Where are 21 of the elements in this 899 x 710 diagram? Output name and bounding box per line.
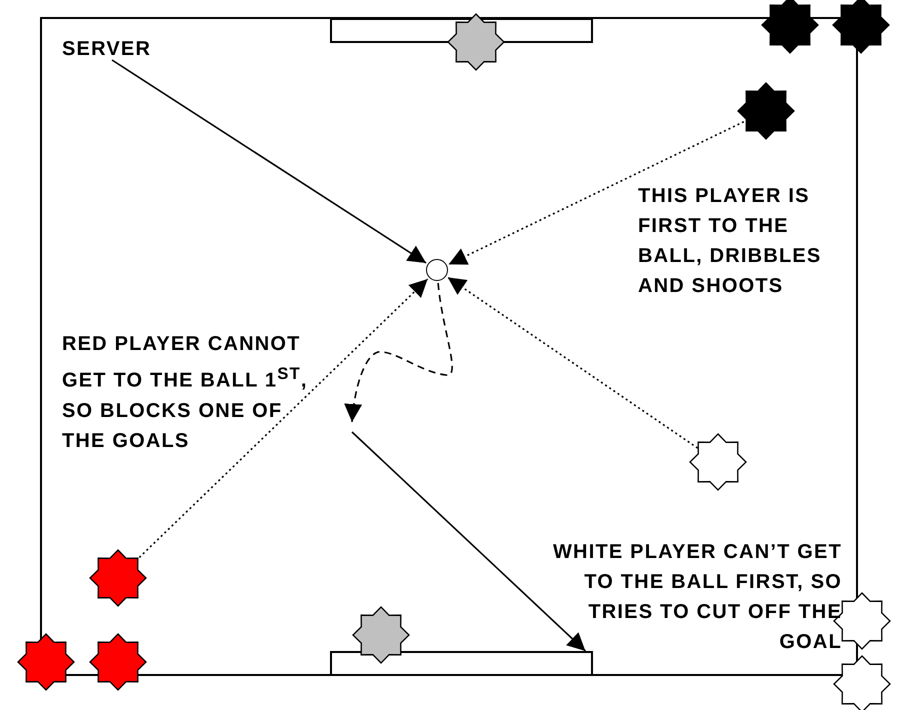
server-label: SERVER [62,34,152,64]
arrow [351,431,586,652]
arrow [448,121,744,266]
player-star [89,549,147,607]
ball-circle [426,259,448,281]
player-star [761,0,819,54]
goal-box [330,651,593,676]
player-star [17,633,75,691]
arrow [447,276,698,449]
player-star [832,0,890,54]
player-star [447,13,505,71]
player-star [689,433,747,491]
arrow [112,59,427,264]
note-text: WHITE PLAYER CAN’T GET TO THE BALL FIRST, SO TRIES TO CUT OFF THE GOAL [552,540,842,655]
player-star [89,633,147,691]
arrow [344,282,453,422]
player-star [352,606,410,664]
player-star [833,655,891,710]
player-star [737,82,795,140]
note-text: THIS PLAYER IS FIRST TO THE BALL, DRIBBLES AND SHOOTS [638,184,822,299]
note-text: RED PLAYER CANNOT GET TO THE BALL 1$^{ST}$, SO BLOCKS ONE OF THE GOALS [62,332,309,454]
